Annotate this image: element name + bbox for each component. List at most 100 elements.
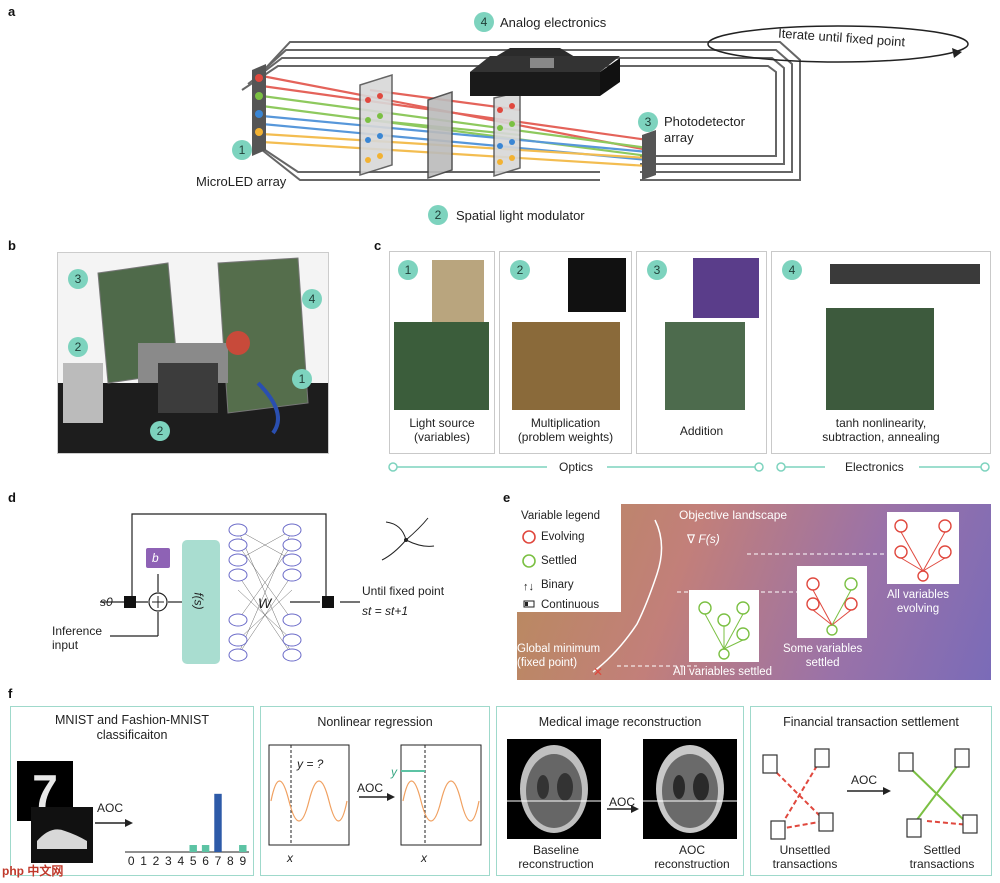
s0-label: s0	[100, 595, 113, 609]
card-light-source: 1 Light source (variables)	[389, 251, 495, 454]
badge-1: 1	[232, 140, 252, 160]
mnist-tick-4: 4	[177, 854, 185, 868]
card-1-badge: 1	[398, 260, 418, 280]
mnist-tick-3: 3	[165, 854, 172, 868]
hardware-photo	[58, 257, 328, 453]
landscape-overlay: ✕ ↑↓	[517, 504, 959, 679]
card-electronics: 4 tanh nonlinearity, subtraction, anneal…	[771, 251, 991, 454]
panel-label-a: a	[8, 4, 16, 19]
regression-y-label: y	[391, 765, 397, 779]
baseline-label: Baseline reconstruction	[518, 843, 594, 871]
card-2-badge: 2	[510, 260, 530, 280]
mnist-tick-7: 7	[214, 854, 222, 868]
card-1-caption: Light source (variables)	[409, 416, 475, 444]
card-4-caption: tanh nonlinearity, subtraction, annealin…	[822, 416, 940, 444]
electronics-strip-photo	[830, 264, 980, 284]
mnist-tick-5: 5	[189, 854, 197, 868]
watermark: php 中文网	[2, 864, 64, 878]
card-mnist: MNIST and Fashion-MNIST classificaiton 7…	[10, 706, 254, 876]
mnist-bar-chart	[125, 793, 249, 853]
global-minimum-label: Global minimum (fixed point)	[517, 643, 601, 669]
mnist-arrow	[95, 819, 133, 827]
legend-continuous: Continuous	[541, 599, 600, 611]
optics-label: Optics	[559, 460, 594, 474]
led-board-photo	[394, 322, 489, 410]
slm-pattern-photo	[568, 258, 626, 312]
photo-badge-2a: 2	[68, 337, 88, 357]
fixed-point-equation: st = st+1	[362, 604, 409, 618]
photodetector-label: Photodetector array	[664, 114, 745, 145]
panel-b-hardware-photo: 3 4 2 1 2	[57, 252, 329, 454]
aoc-recon-label: AOC reconstruction	[654, 843, 730, 871]
legend-title: Variable legend	[521, 510, 601, 522]
inference-input-label: Inference input	[52, 624, 103, 652]
medical-aoc-label: AOC	[609, 795, 636, 809]
photodetector-board-photo	[665, 322, 745, 410]
panel-label-f: f	[8, 686, 13, 701]
all-evolving-label: All variables evolving	[887, 589, 949, 615]
photo-badge-1: 1	[292, 369, 312, 389]
card-regression: Nonlinear regression y = ? AOC y x x	[260, 706, 490, 876]
panel-label-c: c	[374, 238, 382, 253]
photo-badge-3: 3	[68, 269, 88, 289]
financial-aoc-label: AOC	[851, 773, 878, 787]
panel-label-d: d	[8, 490, 16, 505]
photo-badge-2b: 2	[150, 421, 170, 441]
mnist-bar-9	[239, 845, 247, 852]
photodetector-chip-photo	[693, 258, 759, 318]
weights-label: W	[258, 595, 272, 611]
svg-text:↑↓: ↑↓	[523, 581, 534, 593]
analog-electronics-chip	[470, 48, 620, 96]
legend-evolving: Evolving	[541, 531, 585, 543]
phantom-images	[507, 739, 737, 839]
mnist-tick-0: 0	[127, 854, 135, 868]
card-3-badge: 3	[647, 260, 667, 280]
fixed-point-label: Until fixed point	[362, 584, 445, 598]
mnist-bar-5	[189, 845, 197, 852]
panel-label-e: e	[503, 490, 511, 505]
gradient-label: ∇ F(s)	[687, 532, 720, 546]
badge-2: 2	[428, 205, 448, 225]
nonlinearity-label: f(s)	[191, 592, 206, 610]
mnist-tick-9: 9	[239, 854, 247, 868]
financial-title: Financial transaction settlement	[783, 715, 959, 729]
analog-electronics-label: Analog electronics	[500, 15, 607, 30]
regression-plots	[268, 744, 482, 846]
card-2-caption: Multiplication (problem weights)	[517, 416, 614, 444]
panel-d-block-diagram: b s0 Inference input f(s) W Until fixed …	[30, 500, 500, 680]
nonlinearity-box	[182, 540, 220, 664]
badge-4: 4	[474, 12, 494, 32]
card-3-caption: Addition	[679, 424, 724, 438]
transaction-graphs	[762, 748, 978, 840]
mnist-tick-1: 1	[140, 854, 147, 868]
regression-aoc-label: AOC	[357, 781, 384, 795]
legend-binary: Binary	[541, 579, 574, 591]
regression-x-label-left: x	[287, 851, 293, 865]
bias-label: b	[152, 551, 159, 565]
optics-electronics-axis	[388, 462, 990, 472]
badge-3: 3	[638, 112, 658, 132]
mnist-tick-2: 2	[152, 854, 160, 868]
led-closeup-photo	[432, 260, 484, 328]
card-4-badge: 4	[782, 260, 802, 280]
card-medical: Medical image reconstruction AOC Baselin…	[496, 706, 744, 876]
bias-box	[146, 548, 170, 568]
svg-text:✕: ✕	[593, 665, 603, 679]
electronics-board-photo	[826, 308, 934, 410]
unsettled-label: Unsettled transactions	[772, 843, 838, 871]
mnist-aoc-label: AOC	[97, 801, 124, 815]
mnist-bar-6	[201, 845, 210, 852]
microled-label: MicroLED array	[196, 174, 287, 189]
legend-settled: Settled	[541, 555, 577, 567]
regression-x-label-right: x	[421, 851, 427, 865]
card-multiplication: 2 Multiplication (problem weights)	[499, 251, 632, 454]
mnist-bar-7	[214, 793, 222, 852]
mnist-tick-6: 6	[202, 854, 209, 868]
card-addition: 3 Addition	[636, 251, 767, 454]
some-settled-label: Some variables settled	[783, 643, 863, 669]
panel-label-b: b	[8, 238, 16, 253]
settled-label: Settled transactions	[909, 843, 975, 871]
optical-loop-diagram	[241, 25, 969, 181]
fashion-mnist-image	[31, 807, 93, 863]
